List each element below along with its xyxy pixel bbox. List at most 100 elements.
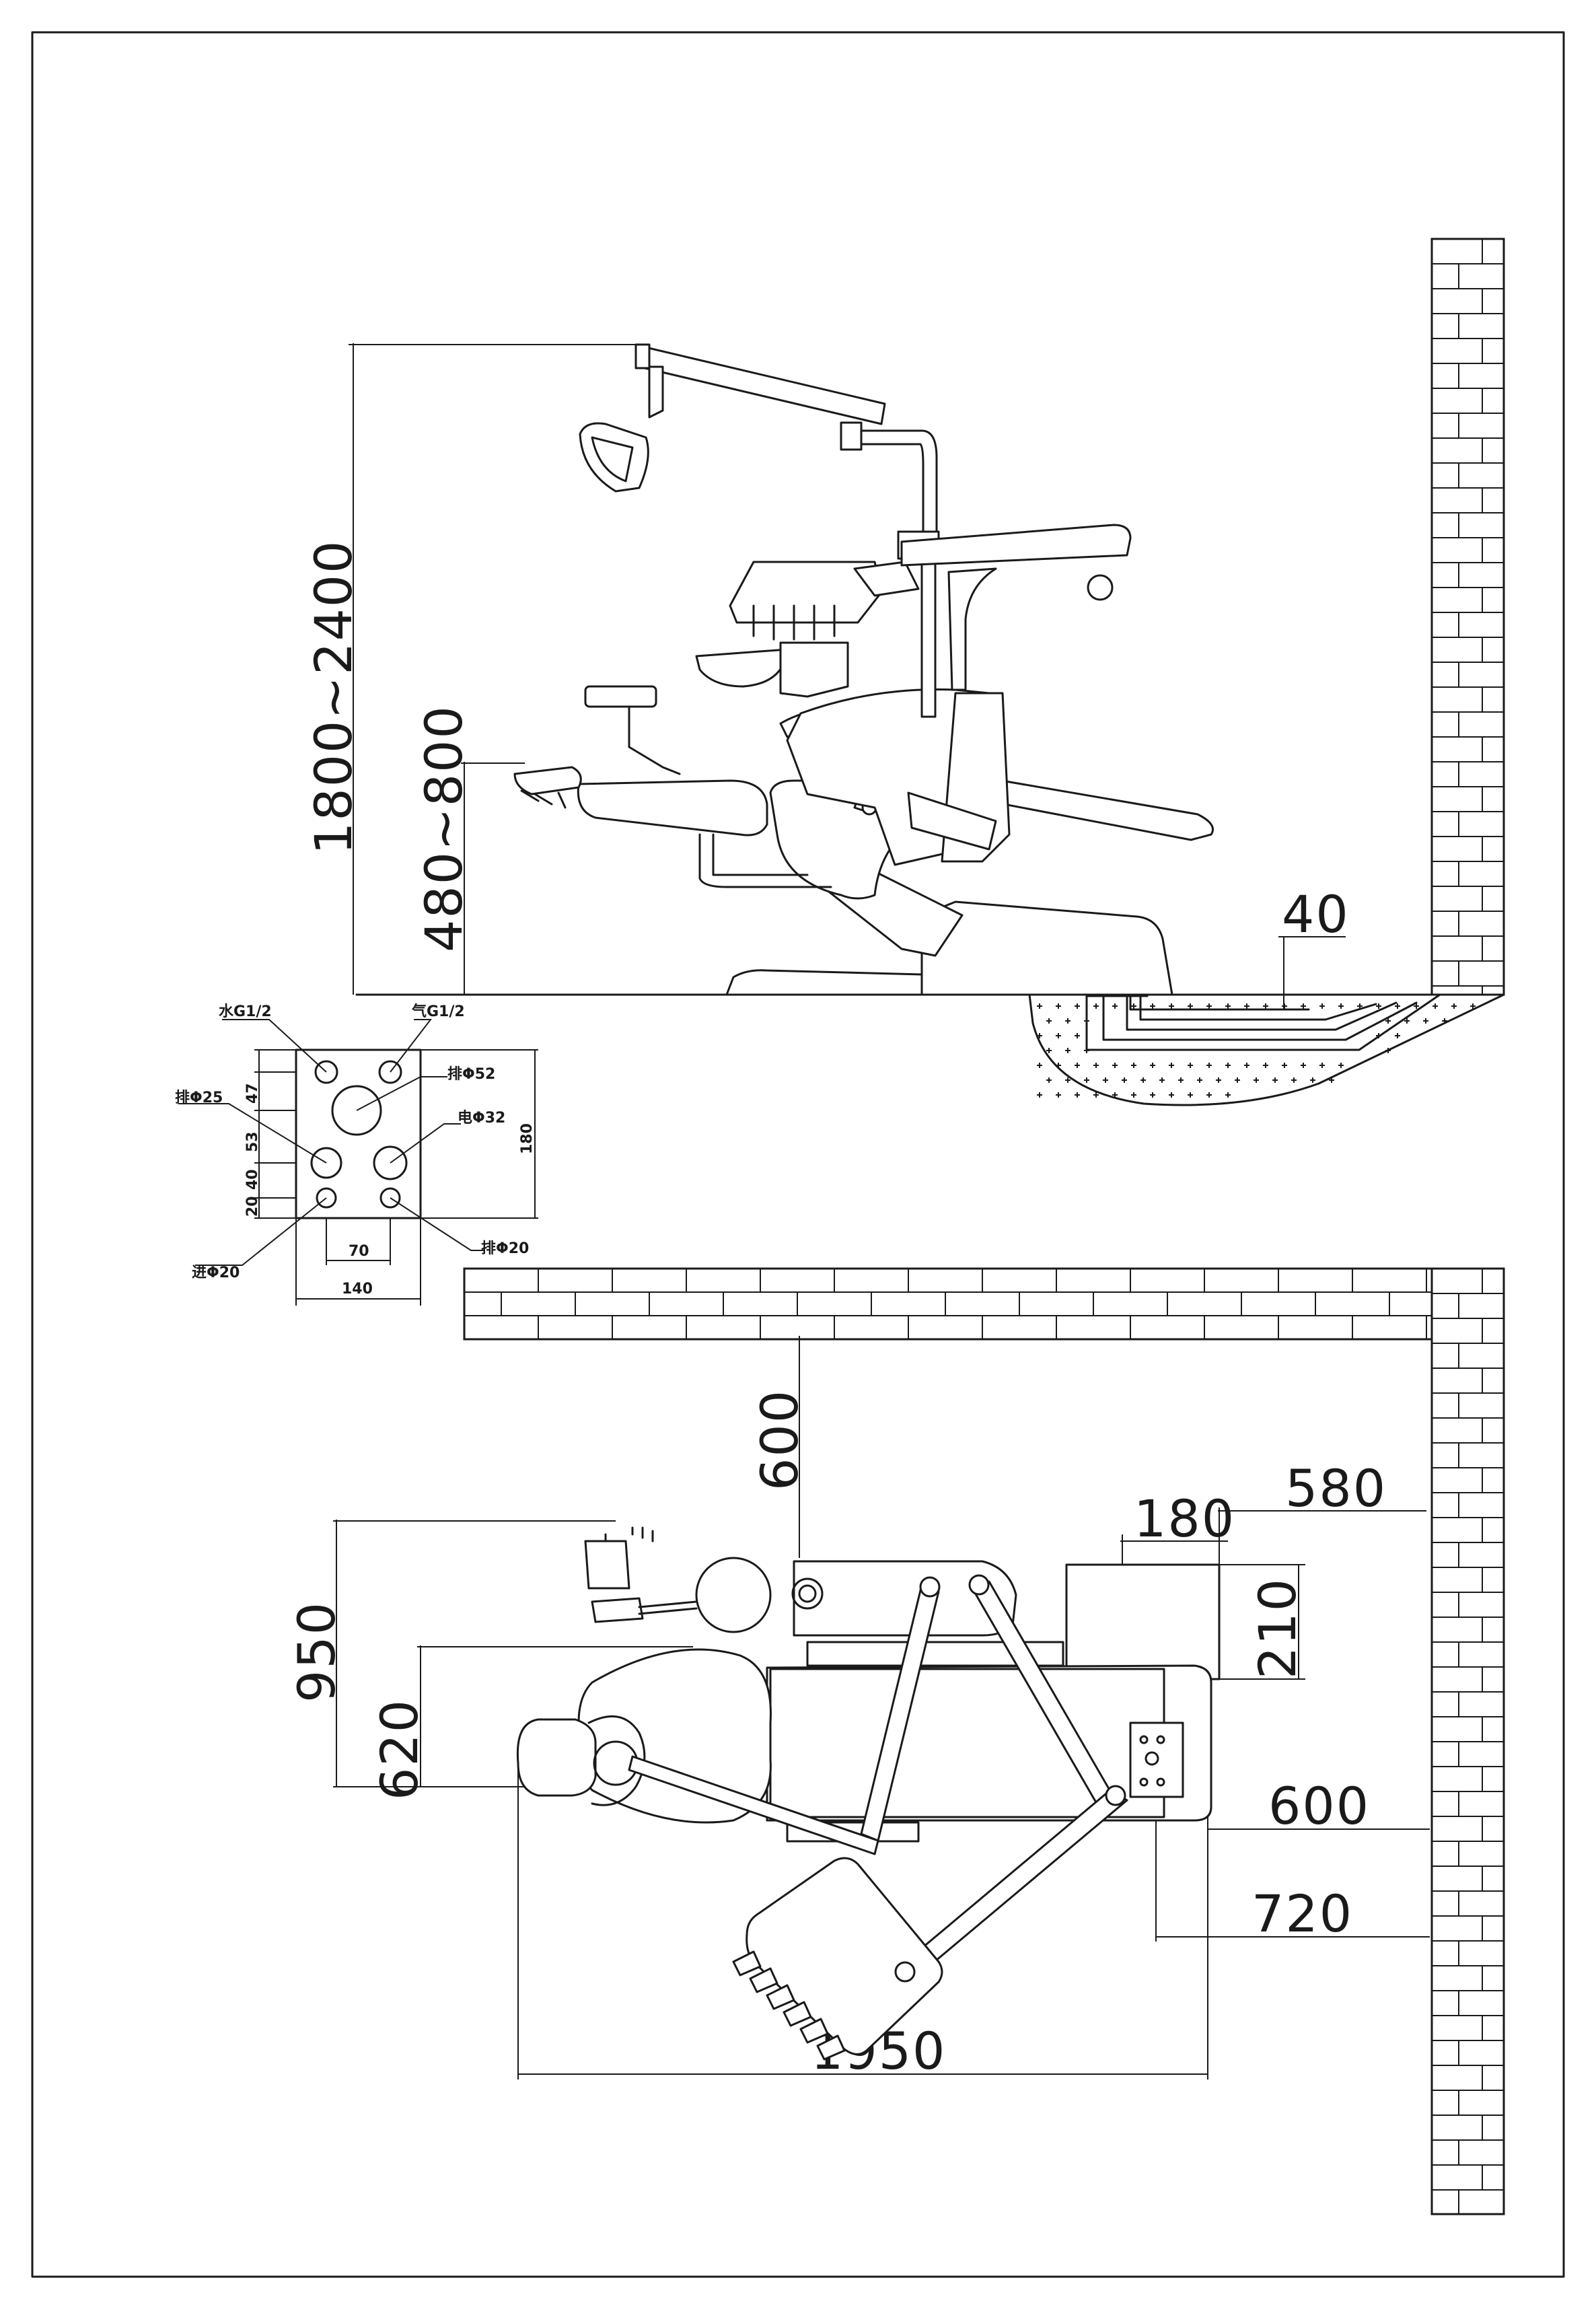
side-brick-wall — [1430, 238, 1505, 996]
side-view: 1800~2400 480~800 40 — [303, 238, 1505, 1106]
hatch-mark — [1131, 1092, 1136, 1098]
top-control-dot-3 — [1139, 1777, 1149, 1787]
top-spittoon-drain-inner — [798, 1584, 817, 1603]
hatch-mark — [1169, 1092, 1174, 1098]
wall-outline — [463, 1267, 1433, 1341]
hatch-mark — [1206, 1063, 1212, 1068]
hatch-mark — [1263, 1063, 1268, 1068]
dim-47: 47 — [244, 1083, 261, 1104]
label-pipe-20-right: 排Φ20 — [481, 1240, 529, 1257]
hatch-mark — [1159, 1077, 1165, 1083]
hatch-mark — [1169, 1063, 1174, 1068]
hatch-mark — [1451, 1003, 1457, 1009]
pipe-hole-water — [314, 1060, 338, 1084]
hatch-mark — [1150, 1003, 1155, 1009]
top-arm-joint-b — [968, 1574, 990, 1596]
top-tray-joint — [1105, 1785, 1126, 1806]
top-head-cushion — [516, 1718, 597, 1797]
hatch-mark — [1037, 1033, 1042, 1038]
hatch-mark — [1093, 1092, 1099, 1098]
hatch-mark — [1150, 1092, 1155, 1098]
hatch-mark — [1122, 1077, 1127, 1083]
hatch-mark — [1432, 1003, 1438, 1009]
top-control-knob — [1145, 1751, 1159, 1766]
top-head-ring — [587, 1715, 646, 1806]
handpiece-icon — [816, 2034, 846, 2061]
hatch-mark — [1150, 1063, 1155, 1068]
hatch-mark — [1206, 1003, 1212, 1009]
drawing-frame — [31, 31, 1565, 2278]
floor-trench — [1028, 993, 1505, 1106]
dim-wall-gap-label: 600 — [750, 1389, 809, 1491]
label-air-32: 电Φ32 — [458, 1110, 505, 1127]
hatch-mark — [1046, 1018, 1052, 1024]
hatch-mark — [1225, 1003, 1231, 1009]
dim-seat-height-label: 480~800 — [414, 705, 474, 952]
hatch-mark — [1188, 1003, 1193, 1009]
hatch-mark — [1188, 1092, 1193, 1098]
hatch-mark — [1075, 1092, 1080, 1098]
chair-footrest-link — [520, 789, 567, 809]
label-air-25: 排Φ25 — [175, 1090, 223, 1106]
hatch-mark — [1395, 1003, 1400, 1009]
top-lamp-beam — [628, 1755, 879, 1855]
hatch-mark — [1197, 1077, 1202, 1083]
hatch-mark — [1319, 1003, 1325, 1009]
hatch-mark — [1414, 1003, 1419, 1009]
pipe-hole-25 — [310, 1147, 342, 1179]
hatch-mark — [1037, 1003, 1042, 1009]
hatch-mark — [1046, 1077, 1052, 1083]
top-assistant-rod — [638, 1600, 698, 1615]
hatch-mark — [1075, 1033, 1080, 1038]
handpiece-icon — [749, 1967, 778, 1993]
dim-total-height-label: 1800~2400 — [303, 539, 363, 855]
hatch-mark — [1131, 1003, 1136, 1009]
hatch-mark — [1075, 1063, 1080, 1068]
dim-620-label: 620 — [369, 1699, 429, 1800]
dim-210-label: 210 — [1247, 1577, 1307, 1679]
top-headrest — [577, 1648, 772, 1824]
hatch-mark — [1235, 1077, 1240, 1083]
label-pipe-20-left: 进Φ20 — [192, 1265, 240, 1281]
hatch-mark — [1056, 1092, 1061, 1098]
hatch-mark — [1056, 1063, 1061, 1068]
hatch-mark — [1329, 1077, 1334, 1083]
light-head — [579, 422, 649, 493]
hatch-mark — [1084, 1077, 1089, 1083]
assistant-rod — [628, 705, 681, 775]
dim-580-label: 580 — [1285, 1458, 1387, 1518]
hatch-mark — [1188, 1063, 1193, 1068]
pipe-dims — [254, 1049, 538, 1306]
upper-arm-drop — [947, 567, 997, 691]
top-control-dot-4 — [1156, 1777, 1165, 1787]
tray-arm — [853, 561, 920, 597]
hatch-mark — [1376, 1003, 1381, 1009]
hatch-mark — [1282, 1063, 1287, 1068]
hatch-mark — [1423, 1018, 1428, 1024]
hatch-mark — [1131, 1063, 1136, 1068]
hatch-mark — [1037, 1063, 1042, 1068]
pipe-box-outline — [295, 1049, 422, 1219]
pipe-hole-air — [378, 1060, 402, 1084]
hatch-mark — [1225, 1092, 1231, 1098]
dim-20: 20 — [244, 1196, 261, 1217]
dim-600-right-label: 600 — [1268, 1776, 1370, 1836]
upper-arm-joint — [1087, 574, 1114, 601]
hatch-mark — [1263, 1003, 1268, 1009]
top-assistant-tips — [604, 1526, 654, 1542]
light-arm-end — [634, 343, 651, 369]
hatch-mark — [1470, 1003, 1476, 1009]
chair-base — [725, 969, 927, 996]
top-spittoon-bowl — [695, 1557, 772, 1633]
hatch-mark — [1112, 1063, 1118, 1068]
label-air-g: 气G1/2 — [411, 1003, 465, 1020]
floor-pipes — [1085, 981, 1441, 1051]
hatch-mark — [1357, 1003, 1363, 1009]
chair-footrest — [513, 766, 582, 795]
hatch-mark — [1338, 1063, 1344, 1068]
top-spittoon-drain — [791, 1577, 824, 1610]
pipe-leaders — [178, 1019, 484, 1266]
top-tray-pivot — [894, 1961, 916, 1983]
hatch-mark — [1310, 1077, 1315, 1083]
hatch-mark — [1319, 1063, 1325, 1068]
